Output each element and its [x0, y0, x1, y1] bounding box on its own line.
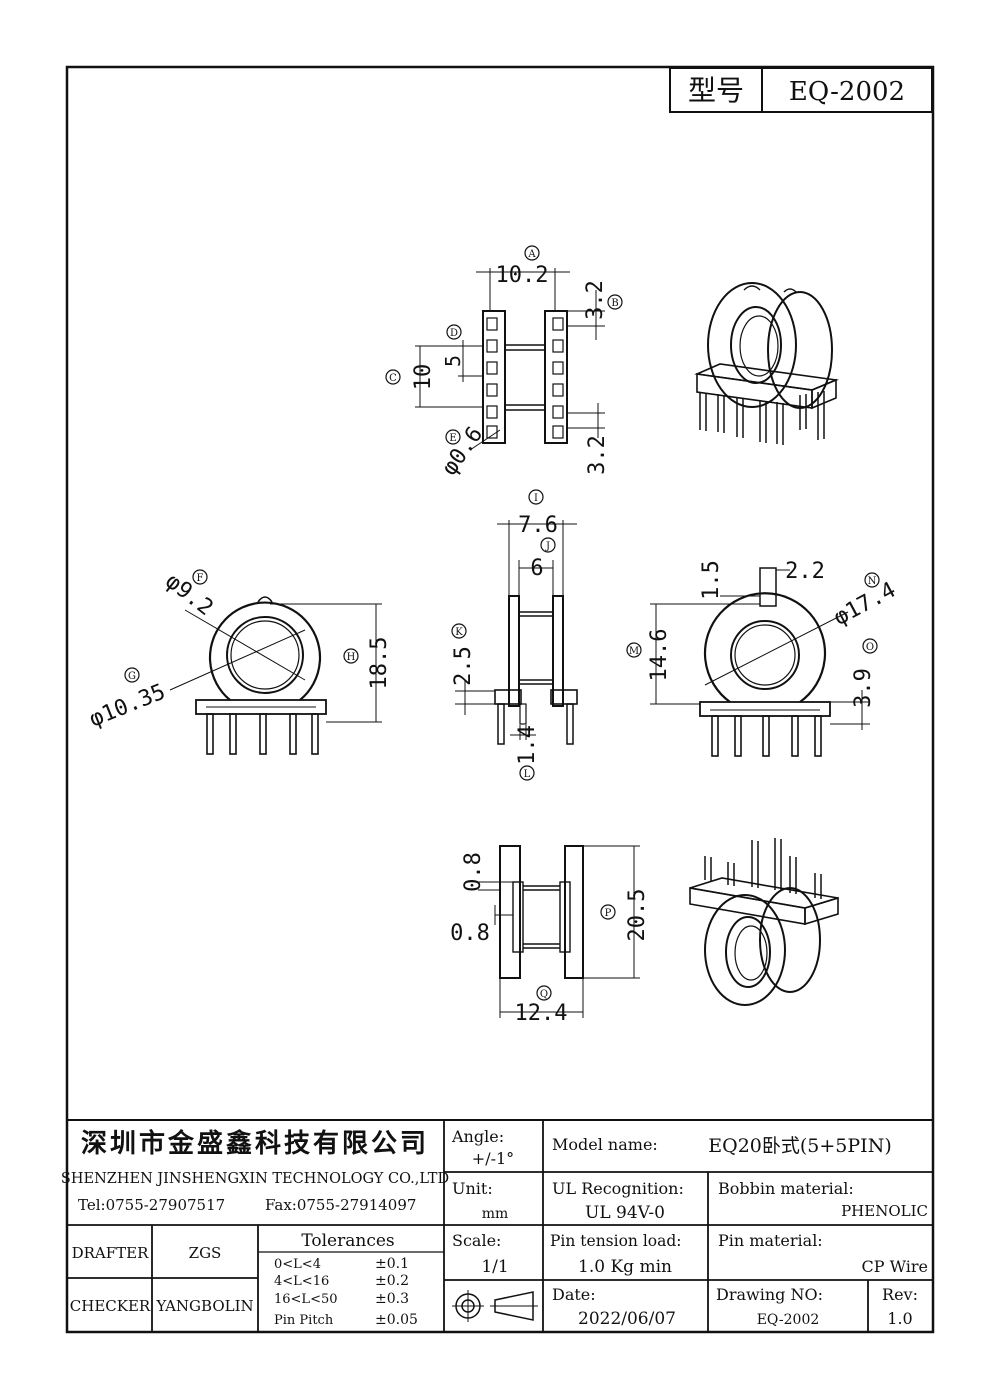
- isometric-view-bottom: [689, 838, 839, 1006]
- model-name-label: Model name:: [552, 1135, 658, 1154]
- dim-h-value: 18.5: [367, 637, 392, 690]
- date-label: Date:: [552, 1285, 596, 1304]
- dim-c-letter: C: [389, 373, 397, 384]
- tolerance-value: ±0.2: [375, 1273, 409, 1289]
- dim-d-letter: D: [450, 328, 458, 339]
- projection-symbol-icon: [452, 1290, 538, 1322]
- pin-tension-label: Pin tension load:: [550, 1232, 682, 1250]
- tolerance-range: 16<L<50: [274, 1292, 338, 1307]
- dim-j-value: 6: [530, 556, 543, 581]
- side-view-bottom: 20.5 P 12.4 Q 0.8 0.8: [450, 845, 650, 1026]
- dim-b-letter: B: [611, 298, 618, 309]
- model-label: 型号: [688, 74, 744, 107]
- pin-material-label: Pin material:: [718, 1231, 823, 1250]
- dim-a-letter: A: [527, 249, 536, 260]
- dim-i-letter: I: [534, 493, 538, 504]
- dim-j-letter: J: [545, 541, 550, 552]
- tolerance-value: ±0.05: [375, 1312, 418, 1328]
- dim-slot-15: 1.5: [699, 560, 724, 600]
- scale-value: 1/1: [481, 1257, 508, 1277]
- drafter-value: ZGS: [189, 1244, 222, 1262]
- front-view-right: 2.2 1.5 14.6 M φ17.4 N 3.9 O: [626, 559, 900, 757]
- dim-p-value: 20.5: [625, 889, 650, 942]
- dim-k-letter: K: [455, 627, 463, 638]
- dim-a-value: 10.2: [496, 263, 549, 288]
- dim-b-value: 3.2: [583, 280, 608, 320]
- dim-m-letter: M: [629, 646, 639, 657]
- rev-value: 1.0: [887, 1309, 912, 1328]
- dim-f-value: φ9.2: [160, 569, 217, 621]
- checker-value: YANGBOLIN: [155, 1297, 253, 1315]
- dim-q-value: 12.4: [515, 1001, 568, 1026]
- dim-slot-22: 2.2: [785, 559, 825, 584]
- dim-g-value: φ10.35: [86, 679, 169, 732]
- ul-value: UL 94V-0: [585, 1203, 665, 1223]
- dim-p-letter: P: [605, 908, 612, 919]
- dim-g-letter: G: [128, 671, 136, 682]
- front-view-left: φ9.2 F φ10.35 G 18.5 H: [86, 569, 392, 755]
- checker-label: CHECKER: [70, 1297, 151, 1315]
- dim-e-value: φ0.6: [437, 422, 488, 480]
- drafter-label: DRAFTER: [72, 1244, 150, 1262]
- unit-value: mm: [482, 1206, 509, 1222]
- bobbin-value: PHENOLIC: [841, 1202, 928, 1220]
- dim-l-letter: L: [524, 769, 531, 780]
- date-value: 2022/06/07: [578, 1309, 676, 1329]
- tolerance-range: 0<L<4: [274, 1257, 321, 1272]
- scale-label: Scale:: [452, 1231, 501, 1250]
- dim-n-letter: N: [868, 576, 877, 587]
- dim-k-value: 2.5: [451, 646, 476, 686]
- title-block: 深圳市金盛鑫科技有限公司 SHENZHEN JINSHENGXIN TECHNO…: [61, 1119, 933, 1332]
- dim-flange-08a: 0.8: [461, 852, 486, 892]
- dim-flange-08b: 0.8: [450, 921, 490, 946]
- dim-f-letter: F: [197, 573, 204, 584]
- company-fax: Fax:0755-27914097: [265, 1196, 416, 1214]
- company-tel: Tel:0755-27907517: [78, 1196, 225, 1214]
- dim-c-value: 10: [411, 364, 436, 391]
- dim-l-value: 1.4: [515, 725, 540, 765]
- drawing-no-label: Drawing NO:: [716, 1285, 823, 1304]
- tolerance-value: ±0.3: [375, 1291, 409, 1307]
- dim-e-letter: E: [449, 433, 456, 444]
- dim-q-letter: Q: [540, 989, 548, 1000]
- tolerance-value: ±0.1: [375, 1256, 409, 1272]
- dim-d-value: 5: [441, 355, 465, 367]
- angle-value: +/-1°: [472, 1149, 514, 1168]
- dim-i-value: 7.6: [518, 513, 558, 538]
- angle-label: Angle:: [451, 1127, 504, 1146]
- top-view: 10.2 A 3.2 B 10 C 5 D φ0.6 E 3.2: [385, 245, 623, 480]
- company-cn: 深圳市金盛鑫科技有限公司: [81, 1128, 429, 1159]
- side-view-center: 7.6 I 6 J 2.5 K 1.4 L: [451, 489, 578, 781]
- tolerances-title: Tolerances: [301, 1231, 394, 1251]
- dim-o-letter: O: [866, 642, 874, 653]
- bobbin-label: Bobbin material:: [718, 1179, 854, 1198]
- dim-h-letter: H: [347, 652, 356, 663]
- dim-bottom-32: 3.2: [585, 435, 610, 475]
- model-name-value: EQ20卧式(5+5PIN): [708, 1135, 891, 1157]
- company-en: SHENZHEN JINSHENGXIN TECHNOLOGY CO.,LTD: [61, 1171, 449, 1187]
- dim-o-value: 3.9: [851, 668, 876, 708]
- tolerance-range: Pin Pitch: [274, 1313, 334, 1328]
- drawing-frame: [65, 65, 935, 1334]
- pin-material-value: CP Wire: [862, 1257, 929, 1276]
- model-value: EQ-2002: [789, 77, 905, 107]
- dim-m-value: 14.6: [647, 629, 672, 682]
- isometric-view-top: [694, 282, 840, 445]
- model-header: 型号 EQ-2002: [669, 67, 933, 113]
- pin-tension-value: 1.0 Kg min: [578, 1257, 672, 1277]
- unit-label: Unit:: [452, 1179, 493, 1198]
- tolerance-range: 4<L<16: [274, 1274, 329, 1289]
- dim-n-value: φ17.4: [830, 578, 900, 631]
- drawing-no-value: EQ-2002: [757, 1312, 820, 1328]
- ul-label: UL Recognition:: [552, 1179, 684, 1198]
- rev-label: Rev:: [882, 1285, 918, 1304]
